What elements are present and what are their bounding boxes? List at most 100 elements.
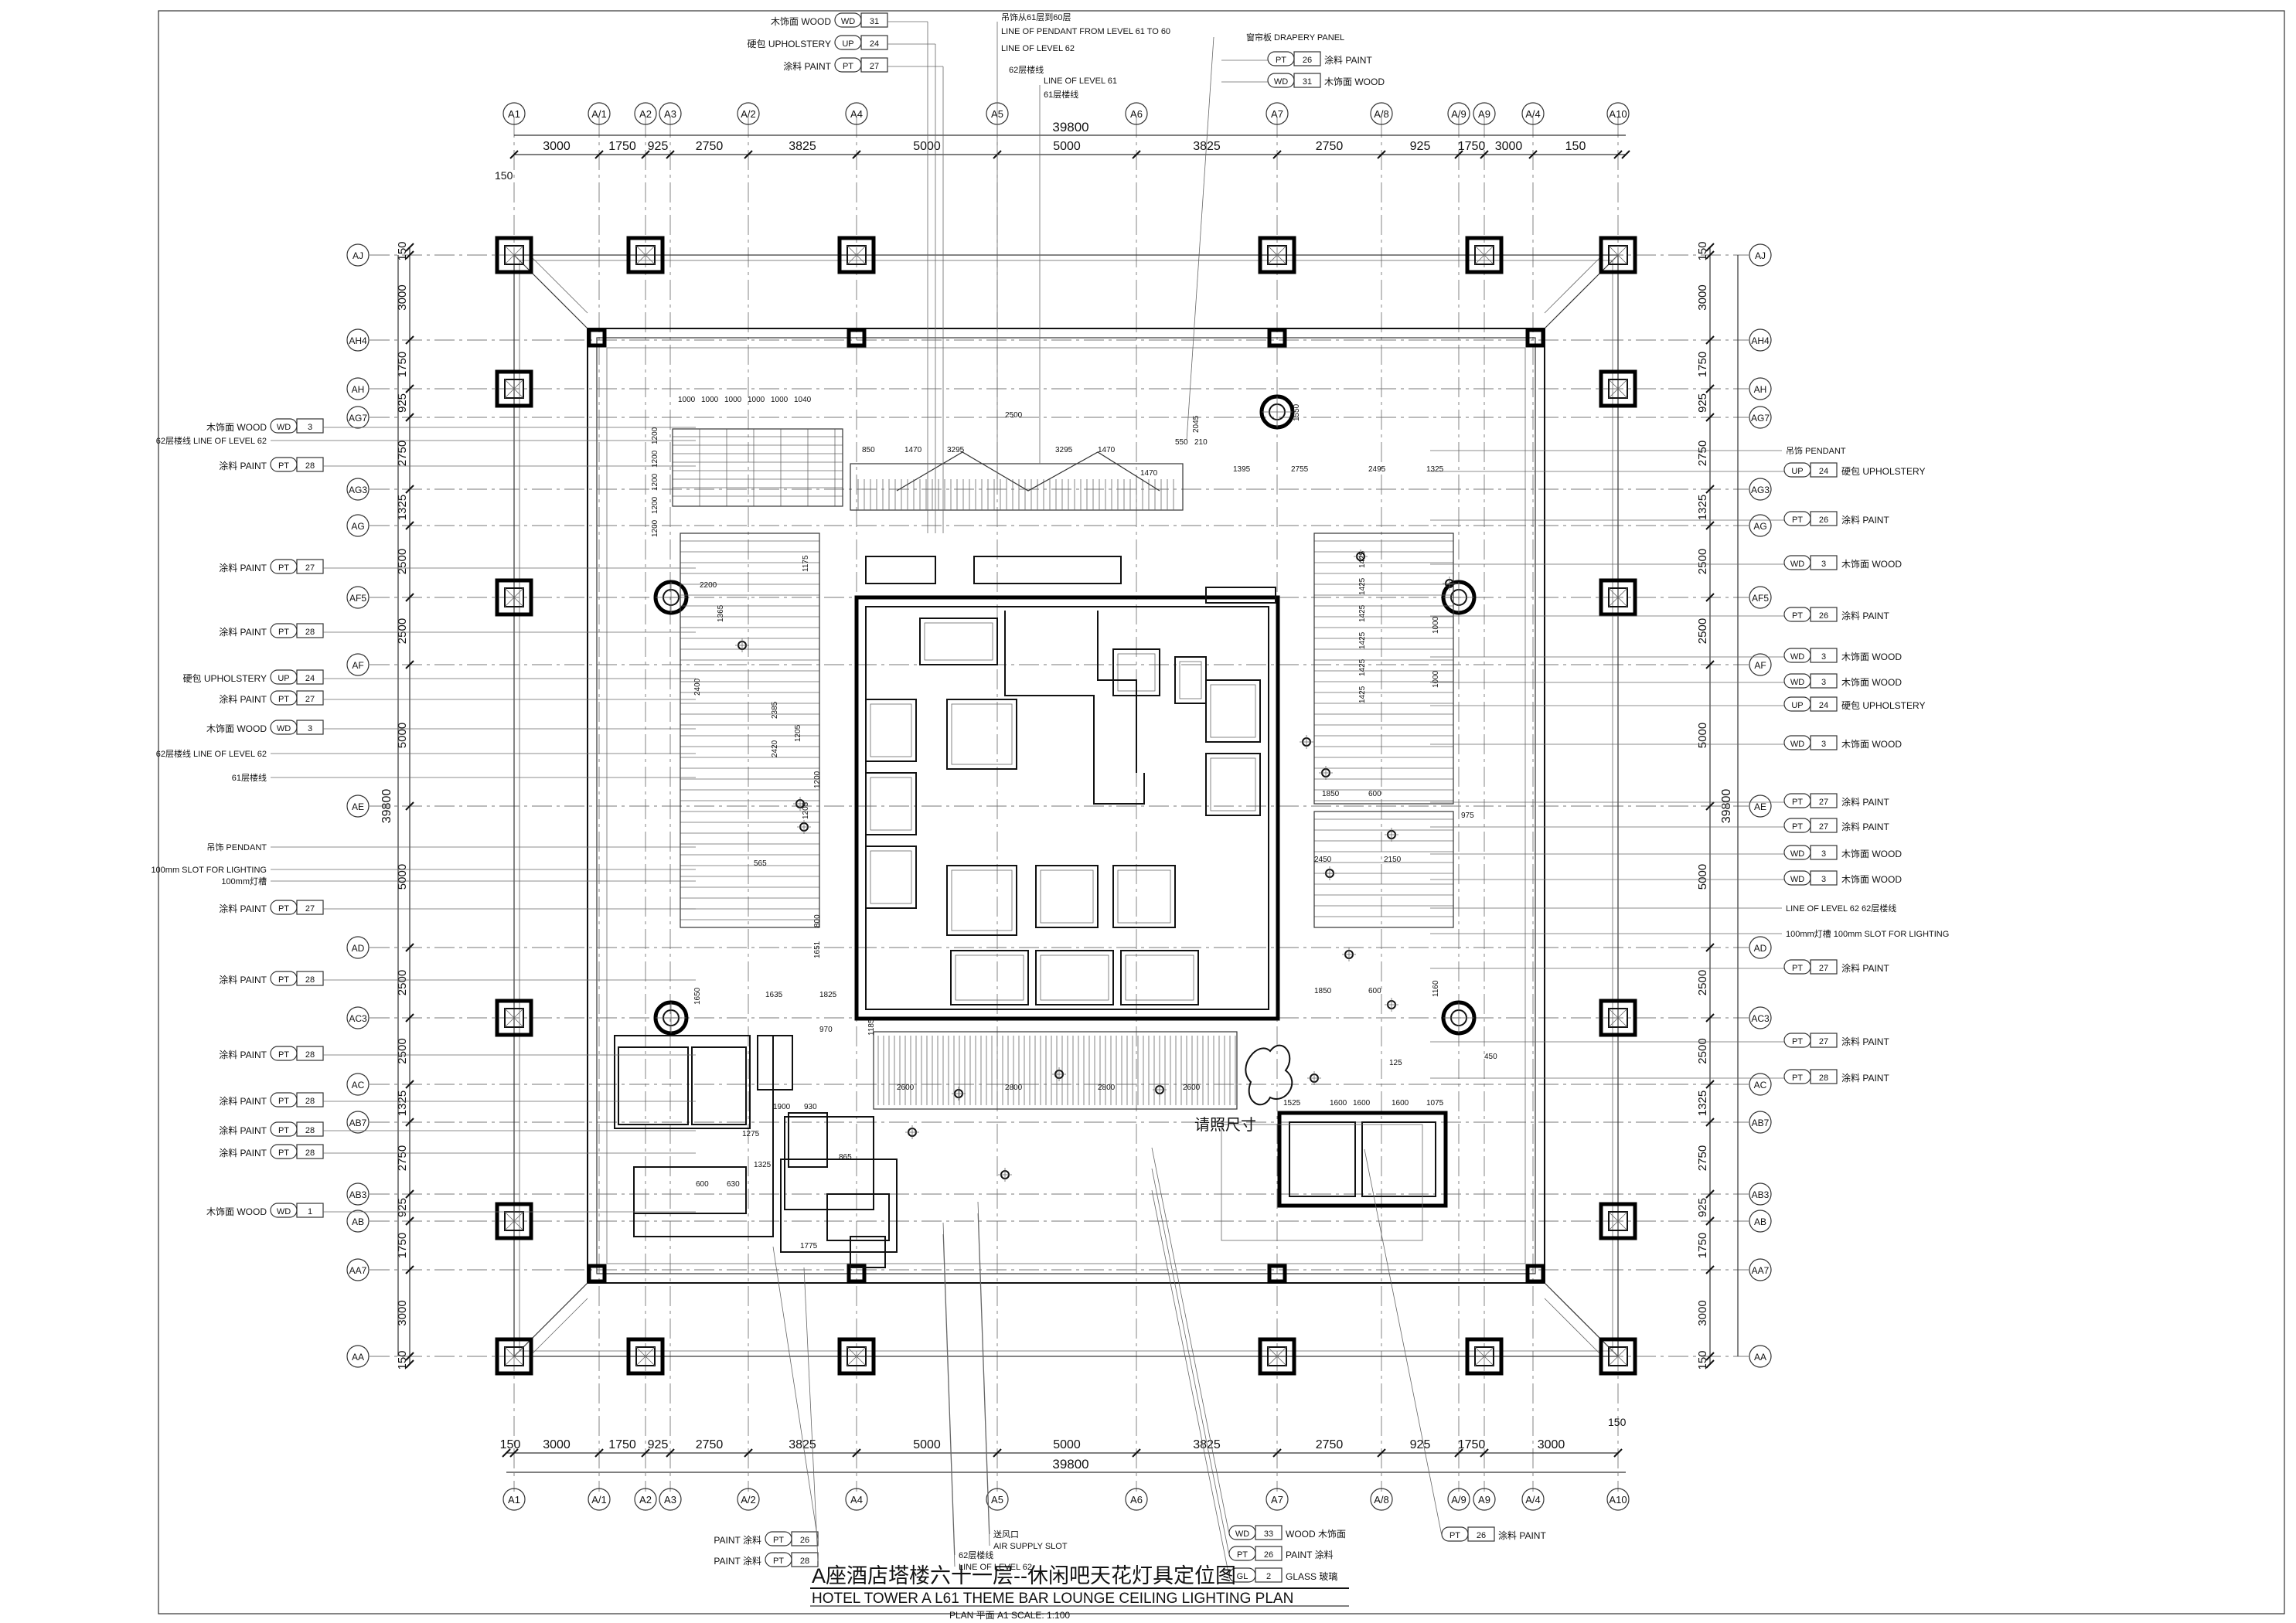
dim-tick [666, 1448, 675, 1458]
grid-label-col: A/8 [1374, 1494, 1389, 1506]
dim-text: 2500 [396, 1038, 409, 1063]
dim-text: 3000 [396, 284, 409, 310]
material-number: 24 [1819, 467, 1828, 476]
interior-dim-text: 1425 [1358, 631, 1367, 649]
callout-label: 木饰面 WOOD [1324, 77, 1385, 87]
core-shaft [1205, 753, 1261, 816]
material-number: 28 [305, 975, 315, 985]
grid-label-col: A9 [1478, 108, 1490, 120]
grid-label-row: AC3 [1751, 1013, 1770, 1024]
column-hatch [1474, 1346, 1494, 1366]
interior-dim-text: 1600 [1330, 1099, 1347, 1108]
leader-line [1151, 1189, 1230, 1577]
grid-label-row: AE [1754, 801, 1766, 812]
structural-column-core [1267, 245, 1287, 265]
dim-text: 1325 [1696, 495, 1709, 520]
core-shaft [946, 865, 1017, 936]
interior-dim-text: 1205 [794, 724, 802, 742]
interior-dim-text: 1000 [678, 396, 696, 404]
interior-dim-text: 1651 [813, 941, 822, 958]
material-number: 28 [800, 1557, 809, 1566]
structural-column-core [1608, 245, 1628, 265]
core-shaft [946, 699, 1017, 770]
callout-top: LINE OF LEVEL 61 [1044, 77, 1117, 86]
callout-left: 61层楼线 [232, 772, 696, 783]
material-code: PT [1449, 1531, 1460, 1540]
dim-text: 1325 [396, 495, 409, 520]
leader-line [803, 1267, 819, 1562]
interior-dim-text: 1550 [1293, 403, 1301, 421]
dim-text: 3825 [789, 1438, 816, 1451]
material-code: PT [1792, 515, 1803, 525]
interior-dim-text: 210 [1194, 438, 1208, 447]
grid-label-row: AC3 [349, 1013, 367, 1024]
dim-text: 2500 [396, 970, 409, 995]
callout-label: 木饰面 WOOD [206, 422, 267, 433]
callout-top: LINE OF LEVEL 62 [1001, 44, 1075, 53]
dim-text: 925 [396, 393, 409, 413]
grid-bubble-row [1749, 1210, 1772, 1233]
dim-tick [405, 593, 414, 602]
leader-line [977, 1201, 990, 1535]
grid-bubble-row [1749, 1345, 1772, 1368]
dim-text: 5000 [913, 140, 941, 153]
interior-dim-text: 1600 [1353, 1099, 1371, 1108]
grid-label-col: A/2 [741, 1494, 756, 1506]
callout-bottom: AIR SUPPLY SLOT [977, 1213, 1068, 1551]
interior-dim-text: 2045 [1192, 415, 1201, 433]
grid-bubble-row [1749, 1073, 1772, 1096]
material-tag-number [860, 12, 888, 28]
interior-dim-text: 930 [804, 1103, 817, 1111]
material-number: 26 [800, 1536, 809, 1545]
grid-label-col: A7 [1271, 1494, 1283, 1506]
interior-dim-text: 1200 [651, 427, 659, 444]
grid-bubble-row [346, 328, 370, 352]
dim-text: 925 [1696, 1198, 1709, 1217]
structural-column-core [504, 245, 524, 265]
dim-text: 3000 [1538, 1438, 1565, 1451]
grid-bubble-col [737, 1488, 760, 1511]
ceiling-feature-bottom [873, 1031, 1238, 1110]
grid-label-col: A1 [508, 108, 520, 120]
material-tag-number [1293, 73, 1321, 88]
leader-line [1186, 36, 1214, 441]
interior-dim-text: 1040 [794, 396, 812, 404]
dim-text: 1325 [396, 1091, 409, 1116]
grid-label-row: AA [1754, 1352, 1766, 1363]
structural-column-core [1474, 1346, 1494, 1366]
core-shaft-inner [1040, 954, 1109, 1001]
structural-column-core [1474, 245, 1494, 265]
grid-bubble-row [1749, 243, 1772, 267]
grid-label-row: AC [1754, 1080, 1767, 1091]
structural-column [1599, 578, 1637, 617]
interior-dim-text: 1525 [1283, 1099, 1301, 1108]
callout-top: 61层楼线 [1044, 89, 1078, 100]
material-number: 3 [1821, 849, 1826, 859]
material-code: PT [278, 628, 289, 637]
material-code: PT [1792, 1073, 1803, 1083]
structural-column-core [635, 245, 656, 265]
service-room [757, 1035, 793, 1091]
service-room [618, 1046, 689, 1125]
dim-text: 2750 [1316, 140, 1344, 153]
dim-tick [594, 1448, 604, 1458]
dim-tick [1705, 1359, 1715, 1369]
title-block: A座酒店塔楼六十一层--休闲吧天花灯具定位图 HOTEL TOWER A L61… [810, 1564, 1349, 1621]
ceiling-feature-right-lower [1313, 811, 1454, 928]
structural-column [1599, 236, 1637, 274]
dim-text: 150 [1696, 241, 1709, 260]
service-room [633, 1166, 747, 1214]
material-tag-number [1810, 511, 1838, 526]
dim-tick [1705, 250, 1715, 260]
callout-label: 涂料 PAINT [1498, 1529, 1546, 1541]
callout-label: GLASS 玻璃 [1286, 1571, 1337, 1582]
